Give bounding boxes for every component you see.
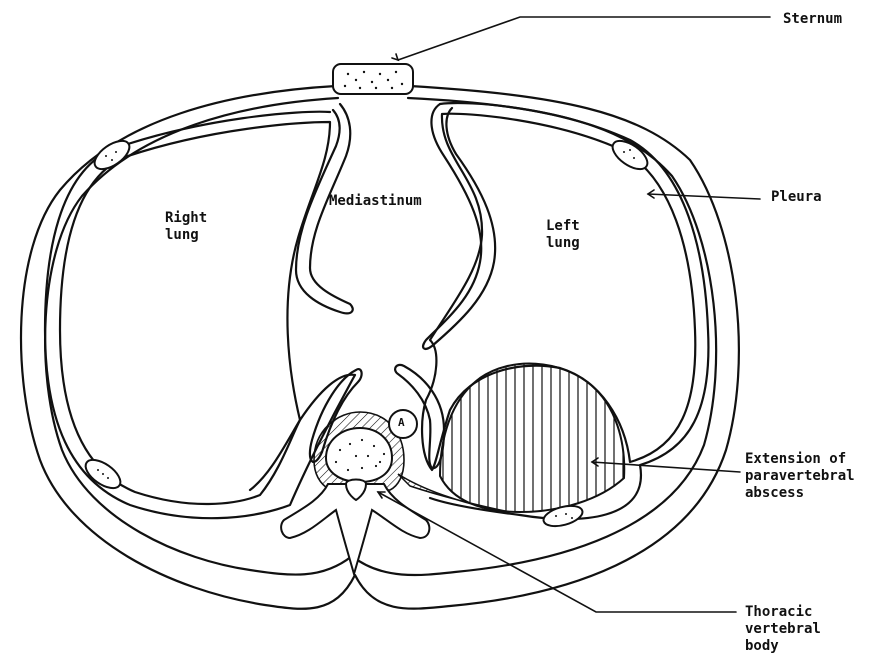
label-left-lung: Left lung [546, 218, 580, 252]
sternum-bone [333, 64, 413, 94]
right-lung-outline [60, 122, 330, 504]
label-vertebral-body: Thoracic vertebral body [745, 604, 821, 655]
mediastinal-fold-left [423, 104, 495, 349]
label-pleura: Pleura [771, 189, 822, 206]
sternum-arrowhead [392, 54, 398, 60]
label-right-lung: Right lung [165, 210, 207, 244]
label-abscess: Extension of paravertebral abscess [745, 451, 855, 502]
label-marker-a: A [398, 416, 405, 429]
sternum-leader [398, 17, 770, 60]
vertebral-body [326, 428, 392, 482]
abscess-region [440, 364, 624, 512]
label-mediastinum: Mediastinum [329, 193, 422, 210]
label-sternum: Sternum [783, 11, 842, 28]
